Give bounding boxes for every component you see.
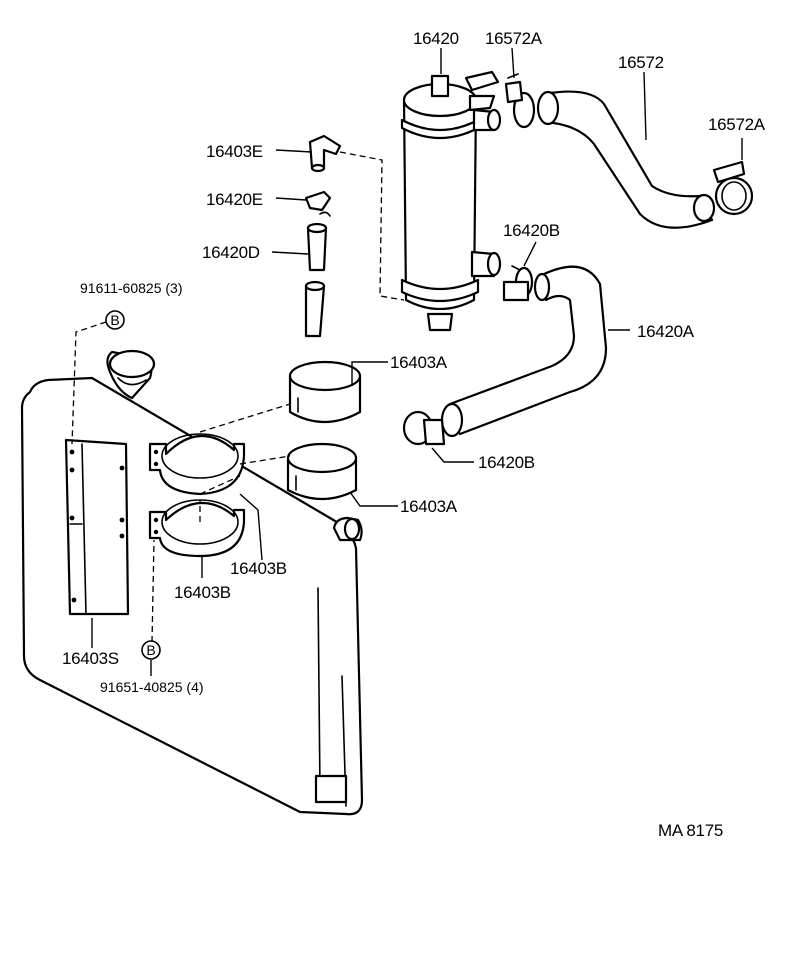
label-16403A-top: 16403A (390, 353, 448, 372)
label-16420E: 16420E (206, 190, 263, 209)
label-16420B-top: 16420B (503, 221, 560, 240)
leader-lines (91, 47, 743, 676)
cushion-16403A-upper (288, 360, 362, 423)
clamp-16403B-upper (148, 433, 246, 496)
label-16420D: 16420D (202, 243, 260, 262)
assembly-dashed-lines (71, 151, 405, 643)
svg-text:B: B (110, 312, 119, 328)
label-16403B-right: 16403B (230, 559, 287, 578)
label-91651: 91651-40825 (4) (100, 679, 204, 695)
label-16420B-bottom: 16420B (478, 453, 535, 472)
bracket-16403S (64, 438, 130, 616)
clip-16420E (304, 190, 332, 217)
label-16403E: 16403E (206, 142, 263, 161)
label-16403S: 16403S (62, 649, 119, 668)
elbow-16403E (308, 134, 342, 173)
label-16403A-mid: 16403A (400, 497, 458, 516)
label-16572A-right: 16572A (708, 115, 766, 134)
svg-text:B: B (146, 642, 155, 658)
hose-16420D (304, 222, 328, 338)
cooler-16420 (400, 70, 502, 332)
label-16420A: 16420A (637, 322, 695, 341)
hose-clamp-16572A-right (712, 160, 754, 216)
label-16572: 16572 (618, 53, 664, 72)
part-labels: 16420 16572A 16572 16572A 16403E 16420E … (62, 29, 766, 840)
hose-clamp-16572A-top (504, 73, 536, 129)
cushion-16403A-lower (286, 442, 358, 500)
label-91611: 91611-60825 (3) (80, 280, 182, 296)
diagram-code: MA 8175 (658, 821, 723, 840)
bolt-91651-marker: B (141, 640, 161, 660)
label-16420: 16420 (413, 29, 459, 48)
hose-clamp-16420B-top (502, 265, 534, 302)
hose-clamp-16420B-bottom (402, 410, 446, 446)
label-16572A-top: 16572A (485, 29, 543, 48)
hose-16572 (536, 90, 716, 229)
label-16403B-left: 16403B (174, 583, 231, 602)
hose-16420A (440, 265, 608, 438)
bolt-91611-marker: B (105, 310, 125, 330)
